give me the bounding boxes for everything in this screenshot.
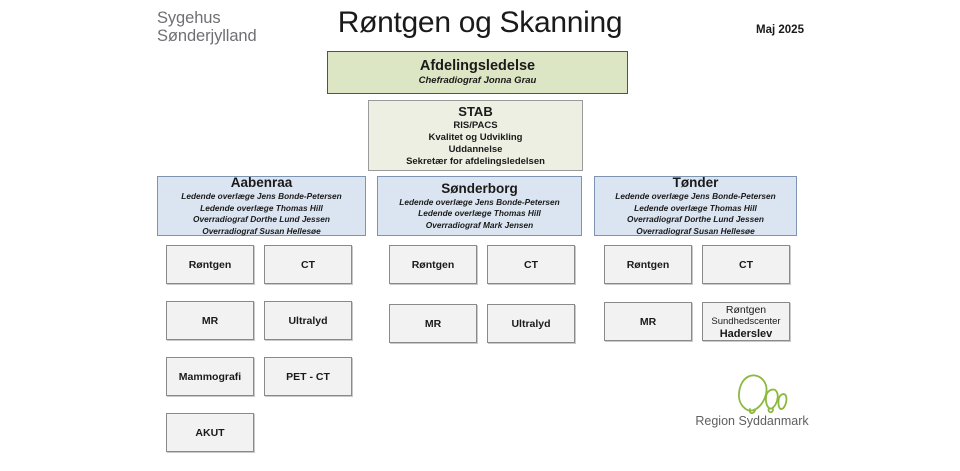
date-label: Maj 2025 — [756, 24, 804, 36]
site-staff-sonderborg-1: Ledende overlæge Jens Bonde-Petersen — [399, 196, 560, 207]
haderslev-line2: Sundhedscenter — [711, 315, 781, 327]
staff-box: STAB RIS/PACS Kvalitet og Udvikling Udda… — [368, 100, 583, 171]
modality-aabenraa-akut[interactable]: AKUT — [166, 413, 254, 452]
modality-sonderborg-mr[interactable]: MR — [389, 304, 477, 343]
site-box-tonder: Tønder Ledende overlæge Jens Bonde-Peter… — [594, 175, 797, 236]
modality-aabenraa-rontgen[interactable]: Røntgen — [166, 245, 254, 284]
modality-aabenraa-pet-ct[interactable]: PET - CT — [264, 357, 352, 396]
hospital-logo: Sygehus Sønderjylland — [157, 9, 357, 45]
site-box-aabenraa: Aabenraa Ledende overlæge Jens Bonde-Pet… — [157, 175, 366, 236]
modality-tonder-ct[interactable]: CT — [702, 245, 790, 284]
site-title-tonder: Tønder — [672, 175, 719, 190]
site-box-sonderborg: Sønderborg Ledende overlæge Jens Bonde-P… — [377, 176, 582, 236]
haderslev-line1: Røntgen — [725, 303, 767, 316]
staff-line-ris-pacs: RIS/PACS — [453, 119, 498, 131]
staff-line-sekretaer: Sekretær for afdelingsledelsen — [406, 155, 545, 167]
region-logo-text: Region Syddanmark — [695, 414, 809, 428]
modality-aabenraa-mammografi[interactable]: Mammografi — [166, 357, 254, 396]
modality-aabenraa-ultralyd[interactable]: Ultralyd — [264, 301, 352, 340]
site-staff-tonder-3: Overradiograf Dorthe Lund Jessen — [627, 214, 764, 224]
modality-tonder-mr[interactable]: MR — [604, 302, 692, 341]
management-title: Afdelingsledelse — [419, 58, 536, 75]
modality-tonder-rontgen[interactable]: Røntgen — [604, 245, 692, 284]
modality-aabenraa-mr[interactable]: MR — [166, 301, 254, 340]
modality-tonder-haderslev[interactable]: Røntgen Sundhedscenter Haderslev — [702, 302, 790, 341]
staff-line-uddannelse: Uddannelse — [448, 143, 503, 155]
site-staff-aabenraa-2: Ledende overlæge Thomas Hill — [200, 202, 323, 213]
site-staff-aabenraa-1: Ledende overlæge Jens Bonde-Petersen — [181, 191, 342, 201]
hospital-logo-line1: Sygehus — [157, 9, 221, 27]
staff-line-kvalitet: Kvalitet og Udvikling — [428, 131, 523, 143]
modality-sonderborg-ultralyd[interactable]: Ultralyd — [487, 304, 575, 343]
modality-sonderborg-rontgen[interactable]: Røntgen — [389, 245, 477, 284]
site-title-aabenraa: Aabenraa — [230, 175, 293, 190]
page-title: Røntgen og Skanning — [337, 6, 623, 39]
site-staff-tonder-1: Ledende overlæge Jens Bonde-Petersen — [615, 191, 776, 201]
site-staff-sonderborg-3: Overradiograf Mark Jensen — [425, 219, 534, 230]
region-map-icon — [738, 374, 788, 414]
region-syddanmark-logo: Region Syddanmark — [688, 368, 816, 436]
site-staff-aabenraa-4: Overradiograf Susan Hellesøe — [202, 225, 321, 236]
site-staff-aabenraa-3: Overradiograf Dorthe Lund Jessen — [193, 214, 330, 224]
management-box: Afdelingsledelse Chefradiograf Jonna Gra… — [327, 51, 628, 94]
site-title-sonderborg: Sønderborg — [441, 180, 518, 196]
management-subtitle: Chefradiograf Jonna Grau — [418, 75, 537, 87]
modality-sonderborg-ct[interactable]: CT — [487, 245, 575, 284]
hospital-logo-line2: Sønderjylland — [157, 27, 257, 45]
site-staff-tonder-2: Ledende overlæge Thomas Hill — [634, 202, 757, 213]
site-staff-tonder-4: Overradiograf Susan Hellesøe — [636, 225, 755, 236]
haderslev-line3: Haderslev — [719, 327, 773, 340]
staff-title: STAB — [458, 103, 493, 119]
modality-aabenraa-ct[interactable]: CT — [264, 245, 352, 284]
site-staff-sonderborg-2: Ledende overlæge Thomas Hill — [418, 208, 541, 219]
